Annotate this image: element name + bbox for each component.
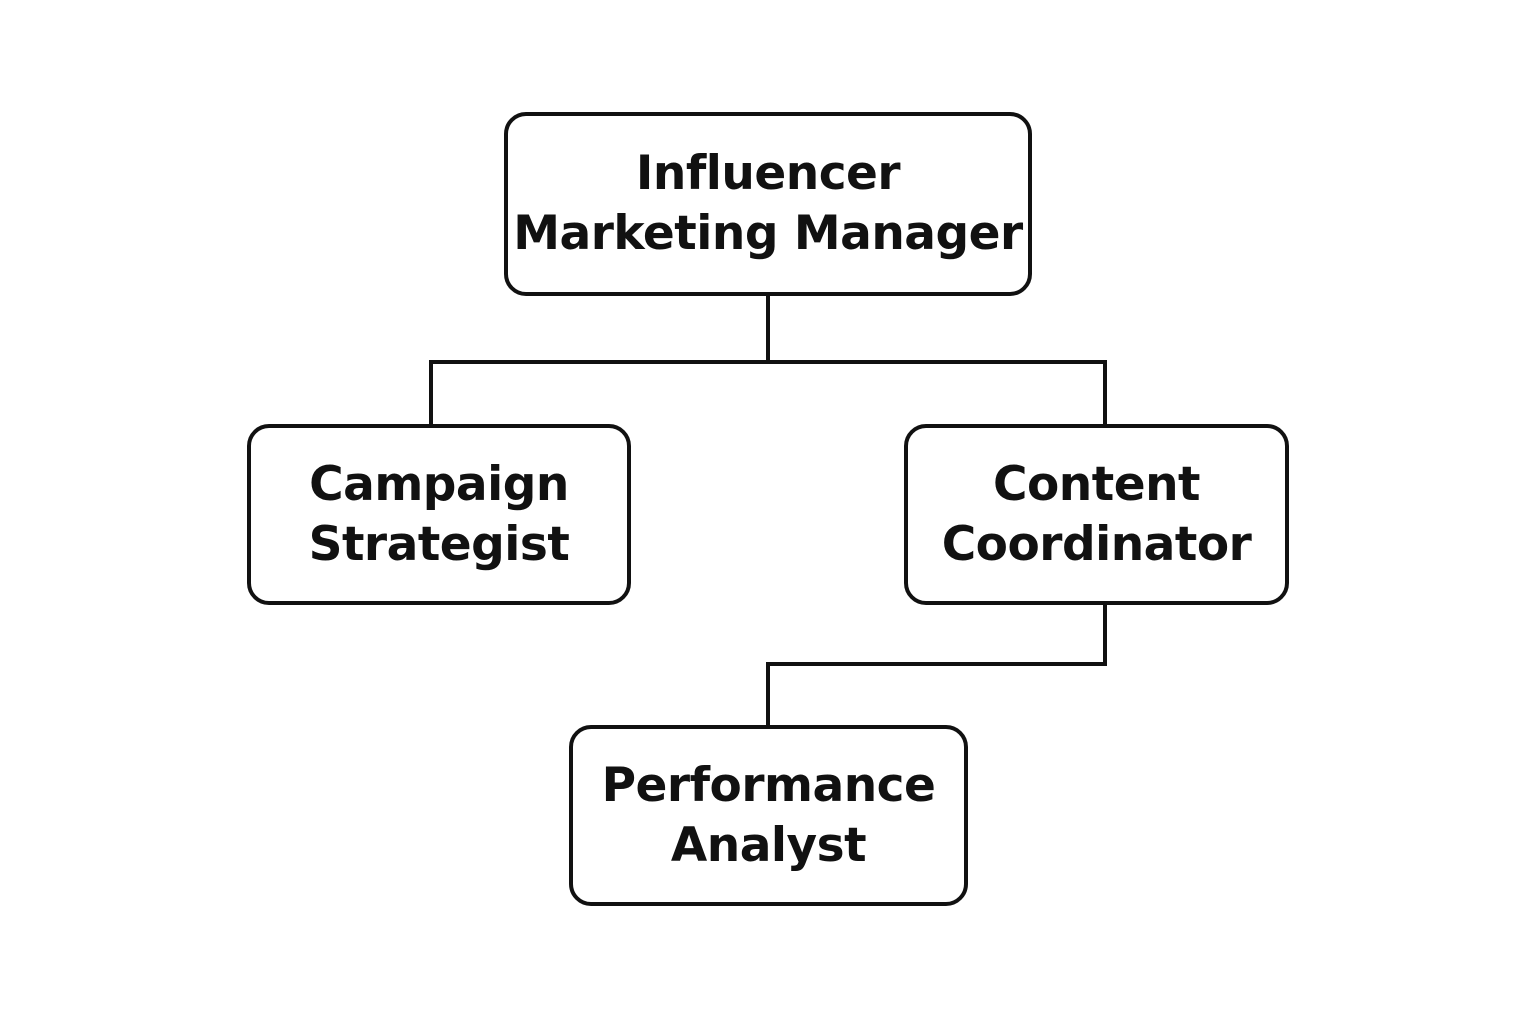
connector-manager-coordinator <box>768 360 1107 424</box>
node-campaign-strategist: Campaign Strategist <box>247 424 631 605</box>
node-influencer-marketing-manager: Influencer Marketing Manager <box>504 112 1032 296</box>
connector-coordinator-analyst <box>766 605 1107 725</box>
node-label-line: Analyst <box>670 817 867 873</box>
node-label-line: Strategist <box>308 516 570 572</box>
node-label-line: Performance <box>601 757 936 813</box>
node-label-line: Campaign <box>309 456 569 512</box>
node-performance-analyst: Performance Analyst <box>569 725 968 906</box>
node-label-line: Content <box>992 456 1201 512</box>
connector-manager-strategist <box>429 296 770 424</box>
node-label-line: Coordinator <box>941 516 1252 572</box>
node-label-line: Influencer <box>635 146 901 201</box>
node-content-coordinator: Content Coordinator <box>904 424 1289 605</box>
node-label-line: Marketing Manager <box>513 206 1023 261</box>
